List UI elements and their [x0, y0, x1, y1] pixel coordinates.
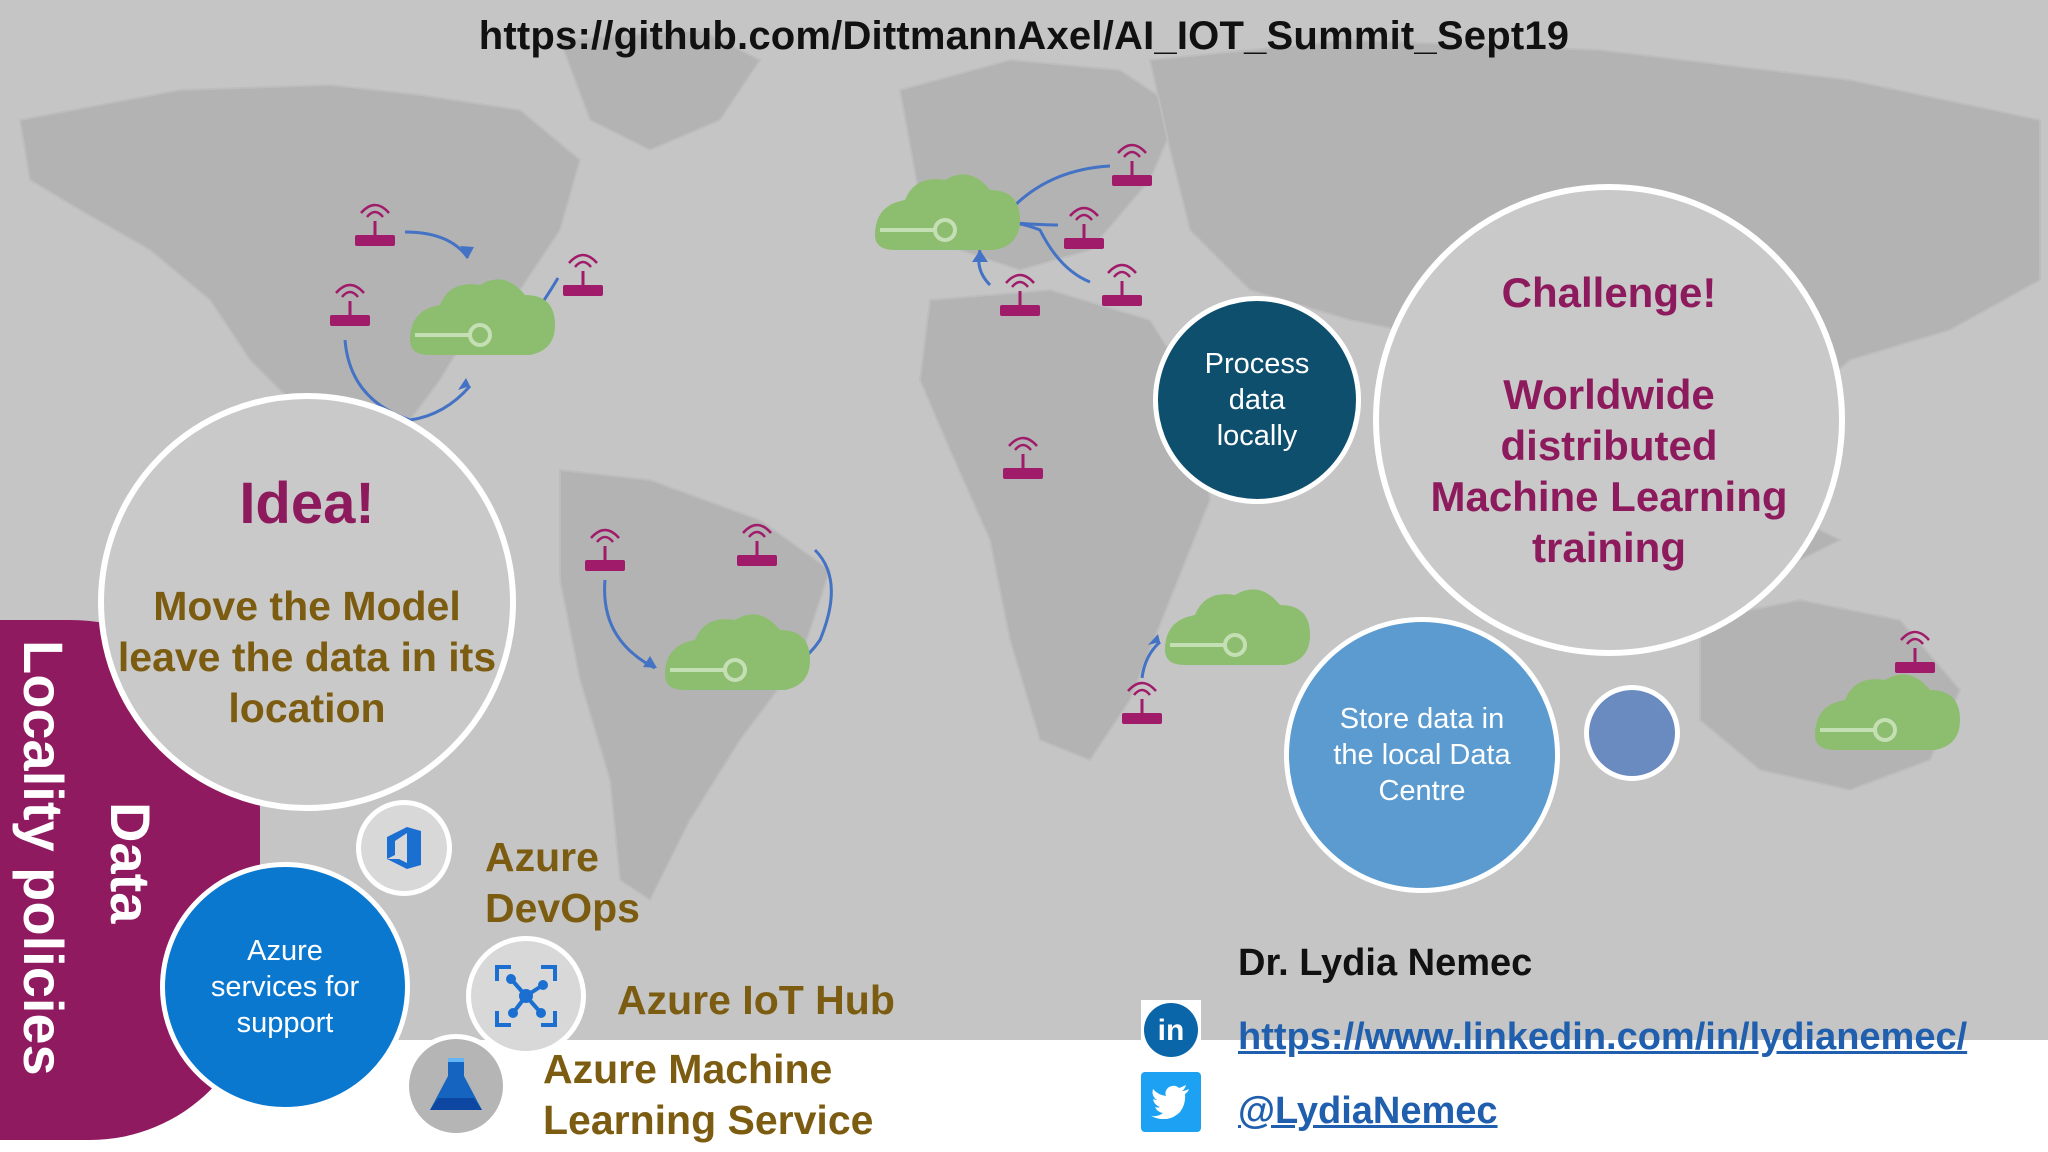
greenland-shape: [558, 28, 762, 152]
north-america-shape: [18, 83, 582, 442]
store-data-bubble: Store data in the local Data Centre: [1284, 617, 1560, 893]
cloud-icon: [875, 174, 1020, 250]
flow-arrow: [404, 230, 470, 259]
challenge-bubble: Challenge! Worldwide distributed Machine…: [1373, 184, 1845, 656]
router-icon: [1064, 206, 1104, 249]
flow-arrow: [1140, 640, 1162, 679]
router-icon: [1003, 436, 1043, 479]
azure-devops-label: Azure DevOps: [485, 834, 640, 931]
twitter-handle-link[interactable]: @LydiaNemec: [1238, 1090, 1498, 1132]
twitter-icon[interactable]: [1141, 1072, 1201, 1132]
linkedin-icon[interactable]: in: [1141, 1000, 1201, 1060]
africa-shape: [918, 288, 1212, 762]
cloud-icon: [1165, 589, 1310, 665]
azure-support-bubble: Azure services for support: [160, 862, 410, 1112]
repository-url-title[interactable]: https://github.com/DittmannAxel/AI_IOT_S…: [478, 14, 1570, 58]
azure-machine-learning-label: Azure Machine Learning Service: [543, 1046, 874, 1143]
flow-arrow: [603, 579, 656, 670]
idea-body: Move the Model leave the data in its loc…: [117, 583, 497, 731]
idea-title: Idea!: [239, 471, 375, 536]
linkedin-link[interactable]: https://www.linkedin.com/in/lydianemec/: [1238, 1016, 1968, 1058]
arrow-head: [458, 378, 470, 390]
cloud-icon: [410, 279, 555, 355]
challenge-title: Challenge!: [1501, 269, 1717, 316]
azure-iot-hub-icon: [466, 936, 586, 1056]
idea-bubble: Idea! Move the Model leave the data in i…: [98, 393, 516, 811]
router-icon: [1102, 263, 1142, 306]
decorative-bubble: [1584, 685, 1680, 781]
router-icon: [1122, 681, 1162, 724]
arrow-head: [460, 246, 474, 258]
store-data-text: Store data in the local Data Centre: [1333, 703, 1511, 807]
router-icon: [1112, 143, 1152, 186]
router-icon: [330, 283, 370, 326]
data-locality-banner-text-2: Data: [99, 802, 162, 924]
arrow-head: [972, 250, 988, 262]
arrow-head: [1148, 634, 1160, 645]
arrow-head: [643, 656, 657, 668]
azure-machine-learning-icon: [404, 1034, 508, 1138]
router-icon: [1000, 273, 1040, 316]
azure-support-text: Azure services for support: [210, 935, 360, 1039]
cloud-icon: [665, 614, 810, 690]
cloud-icons: [410, 174, 1960, 750]
azure-iot-hub-label: Azure IoT Hub: [617, 977, 895, 1023]
svg-text:in: in: [1158, 1014, 1185, 1047]
data-locality-banner-text-1: Locality policies: [12, 640, 75, 1076]
router-icon: [563, 253, 603, 296]
presenter-name: Dr. Lydia Nemec: [1238, 942, 1533, 984]
router-icon: [737, 523, 777, 566]
process-data-bubble: Process data locally: [1153, 296, 1361, 504]
router-icons: [330, 143, 1935, 724]
router-icon: [585, 528, 625, 571]
process-data-text: Process data locally: [1204, 348, 1310, 452]
azure-devops-icon: [356, 800, 452, 896]
challenge-body: Worldwide distributed Machine Learning t…: [1430, 371, 1788, 571]
router-icon: [1895, 630, 1935, 673]
router-icon: [355, 203, 395, 246]
cloud-icon: [1815, 674, 1960, 750]
